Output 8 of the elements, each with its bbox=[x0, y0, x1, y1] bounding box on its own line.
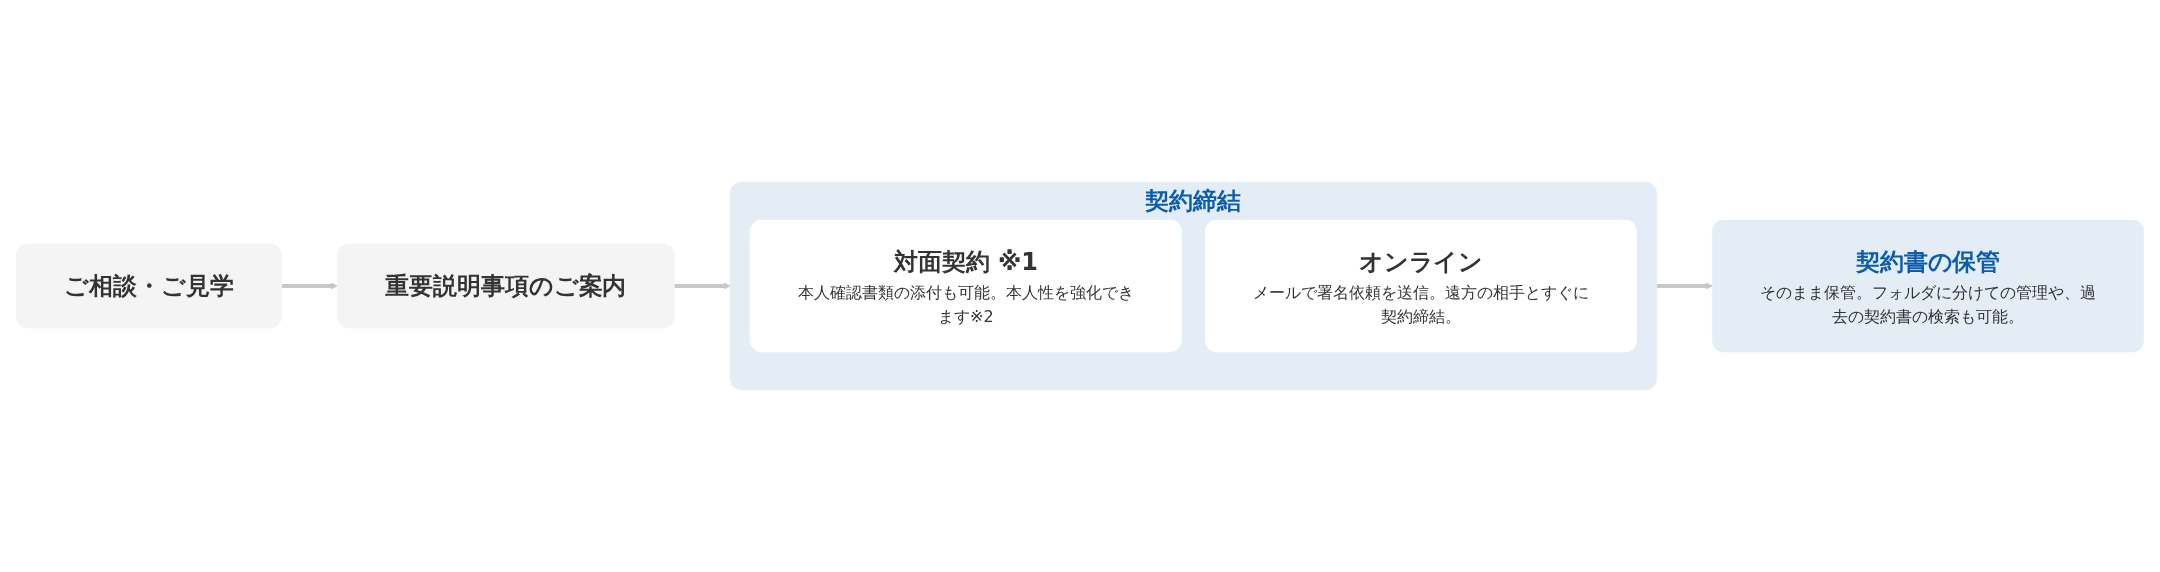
node-box: ご相談・ご見学 bbox=[16, 243, 282, 329]
node-box: 重要説明事項のご案内 bbox=[337, 243, 675, 329]
arrow bbox=[281, 282, 338, 290]
arrow bbox=[674, 282, 731, 290]
node-box: 対面契約 ※1 本人確認書類の添付も可能。本人性を強化できます※2 bbox=[749, 219, 1182, 353]
arrow bbox=[1656, 282, 1713, 290]
node-box: 契約書の保管 そのまま保管。フォルダに分けての管理や、過去の契約書の検索も可能。 bbox=[1712, 219, 2144, 353]
node-box: オンライン メールで署名依頼を送信。遠方の相手とすぐに契約締結。 bbox=[1204, 219, 1637, 353]
